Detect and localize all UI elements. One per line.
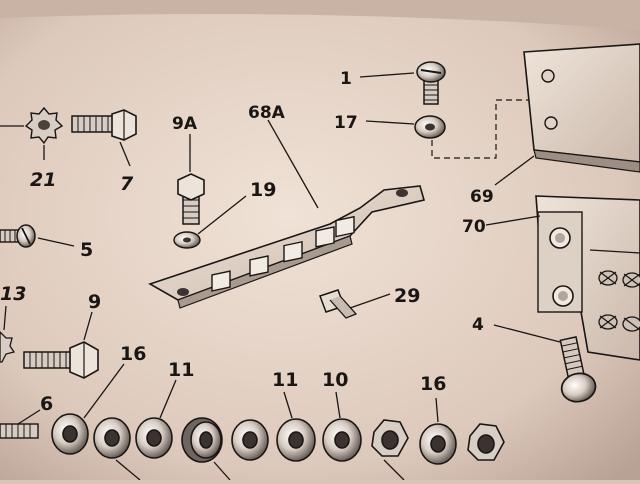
callout-13: 13 (0, 283, 26, 305)
callout-70: 70 (462, 217, 486, 237)
part-nut-b (467, 423, 505, 461)
part-nut-a (371, 419, 409, 457)
callout-6: 6 (40, 393, 53, 415)
part-washer-10 (322, 418, 362, 462)
part-lock-washer-21 (24, 106, 64, 145)
part-washer-11b (276, 418, 316, 462)
leader-6 (17, 409, 41, 425)
leader-offpage (115, 459, 405, 481)
leader-17 (365, 120, 415, 125)
part-spacer (181, 417, 223, 463)
callout-5: 5 (80, 239, 93, 261)
part-washer-a (93, 417, 131, 459)
part-screw-4 (559, 336, 597, 403)
part-lock-washer-13 (0, 331, 16, 363)
leader-5 (37, 237, 75, 247)
part-bracket-69 (523, 43, 640, 173)
callout-17: 17 (334, 113, 358, 133)
part-washer-16b (419, 423, 457, 465)
part-screw-1 (416, 61, 446, 105)
callout-21: 21 (30, 169, 56, 191)
leader-29 (349, 293, 391, 309)
part-washer-11a (135, 417, 173, 459)
part-bolt-9a (177, 173, 205, 225)
leader-9 (83, 311, 93, 341)
part-terminal-strip-68a (148, 185, 426, 309)
leader-19 (197, 195, 247, 235)
callout-9: 9 (88, 291, 101, 313)
leader-13 (3, 305, 7, 331)
callout-16b: 16 (420, 373, 446, 395)
leader-11a (159, 379, 177, 419)
part-washer-b (231, 419, 269, 461)
part-washer-16a (51, 413, 89, 455)
callout-9a: 9A (172, 114, 198, 134)
part-washer-row (51, 413, 505, 465)
leader-70 (485, 215, 541, 226)
callout-10: 10 (322, 369, 348, 391)
callout-16a: 16 (120, 343, 146, 365)
part-terminal-board-70 (535, 195, 640, 361)
callout-11a: 11 (168, 359, 194, 381)
part-clip-29 (319, 289, 358, 319)
callout-11b: 11 (272, 369, 298, 391)
dashed-connector (431, 99, 530, 159)
callout-69: 69 (470, 187, 494, 207)
leader-4 (493, 324, 561, 343)
leader-7 (119, 141, 131, 167)
part-bolt-7 (71, 109, 137, 141)
leader-68a (267, 119, 319, 209)
leader-11b (283, 391, 293, 419)
callout-7: 7 (120, 173, 134, 195)
page-top-edge (0, 0, 640, 30)
callout-29: 29 (394, 285, 420, 307)
part-bolt-9 (23, 341, 99, 379)
callout-4: 4 (472, 315, 484, 335)
leader-16b (435, 397, 439, 423)
callout-1: 1 (340, 69, 352, 89)
part-screw-5 (0, 224, 36, 248)
part-screw-6 (0, 423, 39, 439)
part-washer-19 (173, 231, 201, 249)
callout-68a: 68A (248, 103, 286, 123)
leader-69 (494, 155, 535, 186)
leader-10 (335, 391, 341, 419)
part-washer-17 (414, 115, 446, 139)
leader-1 (359, 72, 415, 78)
callout-19: 19 (250, 179, 276, 201)
leader-16a (83, 363, 125, 419)
